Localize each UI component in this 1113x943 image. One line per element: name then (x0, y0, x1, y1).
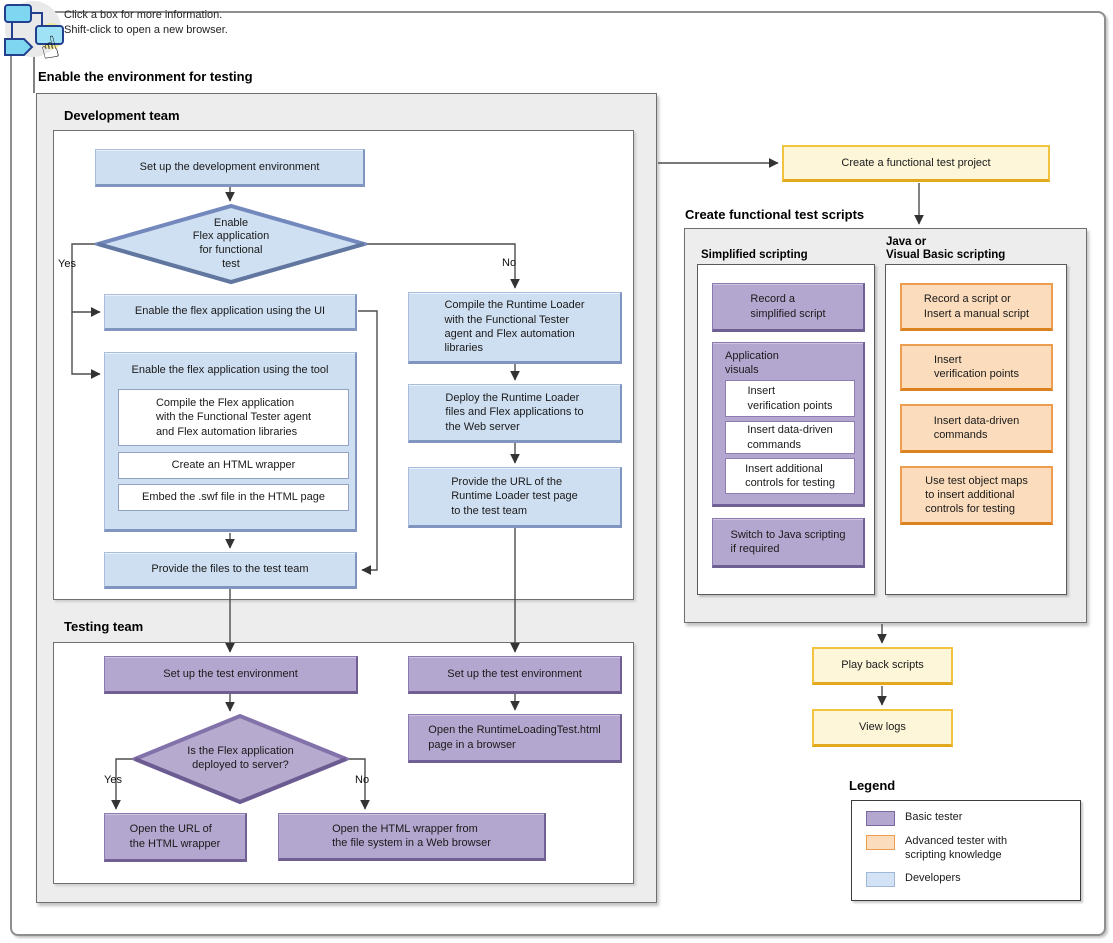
node-label: Application visuals (725, 350, 779, 377)
legend-box: Basic tester Advanced tester with script… (851, 800, 1081, 901)
node-label: Enable the flex application using the to… (131, 364, 329, 376)
development-team-title: Development team (64, 108, 180, 123)
node-provide-url[interactable]: Provide the URL of the Runtime Loader te… (408, 467, 622, 528)
legend-item-developers: Developers (866, 871, 1080, 887)
node-label: Insert additional controls for testing (745, 462, 835, 489)
node-label: Compile the Runtime Loader with the Func… (444, 299, 585, 355)
node-label: Enable the flex application using the UI (134, 305, 326, 318)
node-setup-dev-environment[interactable]: Set up the development environment (95, 149, 365, 187)
node-application-visuals[interactable]: Application visuals Insert verification … (712, 342, 865, 507)
node-enable-flex-tool[interactable]: Enable the flex application using the to… (104, 352, 357, 532)
node-insert-verification-points-simplified[interactable]: Insert verification points (725, 380, 855, 417)
node-label: Record a simplified script (750, 293, 826, 320)
node-view-logs[interactable]: View logs (812, 709, 953, 747)
node-insert-data-driven-simplified[interactable]: Insert data-driven commands (725, 421, 855, 454)
node-open-runtime-test-page[interactable]: Open the RuntimeLoadingTest.html page in… (408, 714, 622, 763)
node-label: Open the HTML wrapper from the file syst… (332, 822, 491, 849)
node-label: Insert data-driven commands (747, 424, 833, 451)
simplified-scripting-title: Simplified scripting (701, 249, 808, 261)
hint-line-1: Click a box for more information. (64, 9, 223, 21)
no-label-2: No (355, 774, 370, 786)
java-vb-scripting-title: Java or Visual Basic scripting (886, 236, 1006, 262)
legend-swatch-advanced-tester (866, 835, 895, 850)
legend-label: Advanced tester with scripting knowledge (905, 835, 1008, 861)
testing-team-title: Testing team (64, 619, 144, 634)
node-label: Compile the Flex application with the Fu… (155, 397, 312, 438)
node-label: Set up the development environment (139, 160, 320, 173)
node-use-test-object-maps[interactable]: Use test object maps to insert additiona… (900, 466, 1053, 525)
node-label: View logs (859, 721, 906, 734)
yes-label-1: Yes (58, 258, 76, 270)
node-insert-verification-points-java[interactable]: Insert verification points (900, 344, 1053, 391)
node-label: Create a functional test project (841, 156, 991, 169)
node-label: Embed the .swf file in the HTML page (141, 491, 325, 504)
create-scripts-title: Create functional test scripts (685, 207, 865, 222)
node-embed-swf[interactable]: Embed the .swf file in the HTML page (118, 484, 349, 511)
decision-deployed-to-server: Is the Flex application deployed to serv… (132, 713, 349, 805)
node-deploy-runtime-loader[interactable]: Deploy the Runtime Loader files and Flex… (408, 384, 622, 443)
node-provide-files[interactable]: Provide the files to the test team (104, 552, 357, 589)
flowchart-cursor-icon: ☝ (4, 1, 64, 68)
node-switch-to-java[interactable]: Switch to Java scripting if required (712, 518, 865, 568)
legend-label: Basic tester (905, 811, 963, 823)
hint-text: Click a box for more information. Shift-… (64, 8, 228, 38)
node-compile-runtime-loader[interactable]: Compile the Runtime Loader with the Func… (408, 292, 622, 364)
node-label: Create an HTML wrapper (171, 459, 296, 472)
legend-item-basic-tester: Basic tester (866, 811, 1080, 826)
node-record-script[interactable]: Record a script or Insert a manual scrip… (900, 283, 1053, 331)
decision-enable-flex: Enable Flex application for functional t… (95, 203, 367, 285)
node-insert-additional-controls-simplified[interactable]: Insert additional controls for testing (725, 458, 855, 494)
decision-label: Enable Flex application for functional t… (192, 216, 270, 270)
node-create-html-wrapper[interactable]: Create an HTML wrapper (118, 452, 349, 479)
decision-diamond-shape (132, 713, 349, 805)
node-label: Set up the test environment (447, 667, 582, 680)
node-label: Insert verification points (934, 353, 1019, 380)
node-setup-test-env-left[interactable]: Set up the test environment (104, 656, 358, 694)
legend-label: Developers (905, 871, 961, 884)
imagemap-icon: ☝ (2, 0, 68, 68)
node-label: Open the RuntimeLoadingTest.html page in… (428, 724, 601, 751)
legend-item-advanced-tester: Advanced tester with scripting knowledge (866, 835, 1080, 863)
node-record-simplified-script[interactable]: Record a simplified script (712, 283, 865, 332)
node-label: Set up the test environment (163, 667, 298, 680)
icon-node (4, 4, 32, 23)
node-setup-test-env-right[interactable]: Set up the test environment (408, 656, 622, 694)
node-label: Play back scripts (841, 659, 924, 672)
hint-line-2: Shift-click to open a new browser. (64, 23, 228, 36)
node-open-html-wrapper[interactable]: Open the HTML wrapper from the file syst… (278, 813, 546, 861)
node-open-url-wrapper[interactable]: Open the URL of the HTML wrapper (104, 813, 247, 862)
node-create-test-project[interactable]: Create a functional test project (782, 145, 1050, 182)
no-label-1: No (502, 257, 517, 269)
decision-label: Is the Flex application deployed to serv… (187, 745, 294, 771)
node-label: Record a script or Insert a manual scrip… (923, 293, 1030, 320)
yes-label-2: Yes (104, 774, 122, 786)
node-compile-flex-application[interactable]: Compile the Flex application with the Fu… (118, 389, 349, 446)
node-label: Deploy the Runtime Loader files and Flex… (445, 392, 584, 433)
decision-diamond-shape (95, 203, 367, 285)
node-label: Provide the URL of the Runtime Loader te… (451, 476, 578, 517)
icon-node-arrow (4, 38, 34, 56)
node-label: Open the URL of the HTML wrapper (129, 823, 221, 850)
node-label: Insert data-driven commands (933, 414, 1020, 441)
enable-environment-title: Enable the environment for testing (38, 69, 253, 84)
node-label: Insert verification points (747, 385, 833, 412)
legend-title: Legend (849, 778, 896, 793)
node-label: Switch to Java scripting if required (730, 528, 846, 555)
icon-highlighted-node (35, 25, 64, 45)
node-play-back-scripts[interactable]: Play back scripts (812, 647, 953, 685)
legend-swatch-basic-tester (866, 811, 895, 826)
node-label: Provide the files to the test team (151, 563, 309, 576)
node-insert-data-driven-java[interactable]: Insert data-driven commands (900, 404, 1053, 453)
legend-swatch-developers (866, 871, 895, 887)
node-label: Use test object maps to insert additiona… (925, 474, 1028, 516)
node-enable-flex-ui[interactable]: Enable the flex application using the UI (104, 294, 357, 331)
